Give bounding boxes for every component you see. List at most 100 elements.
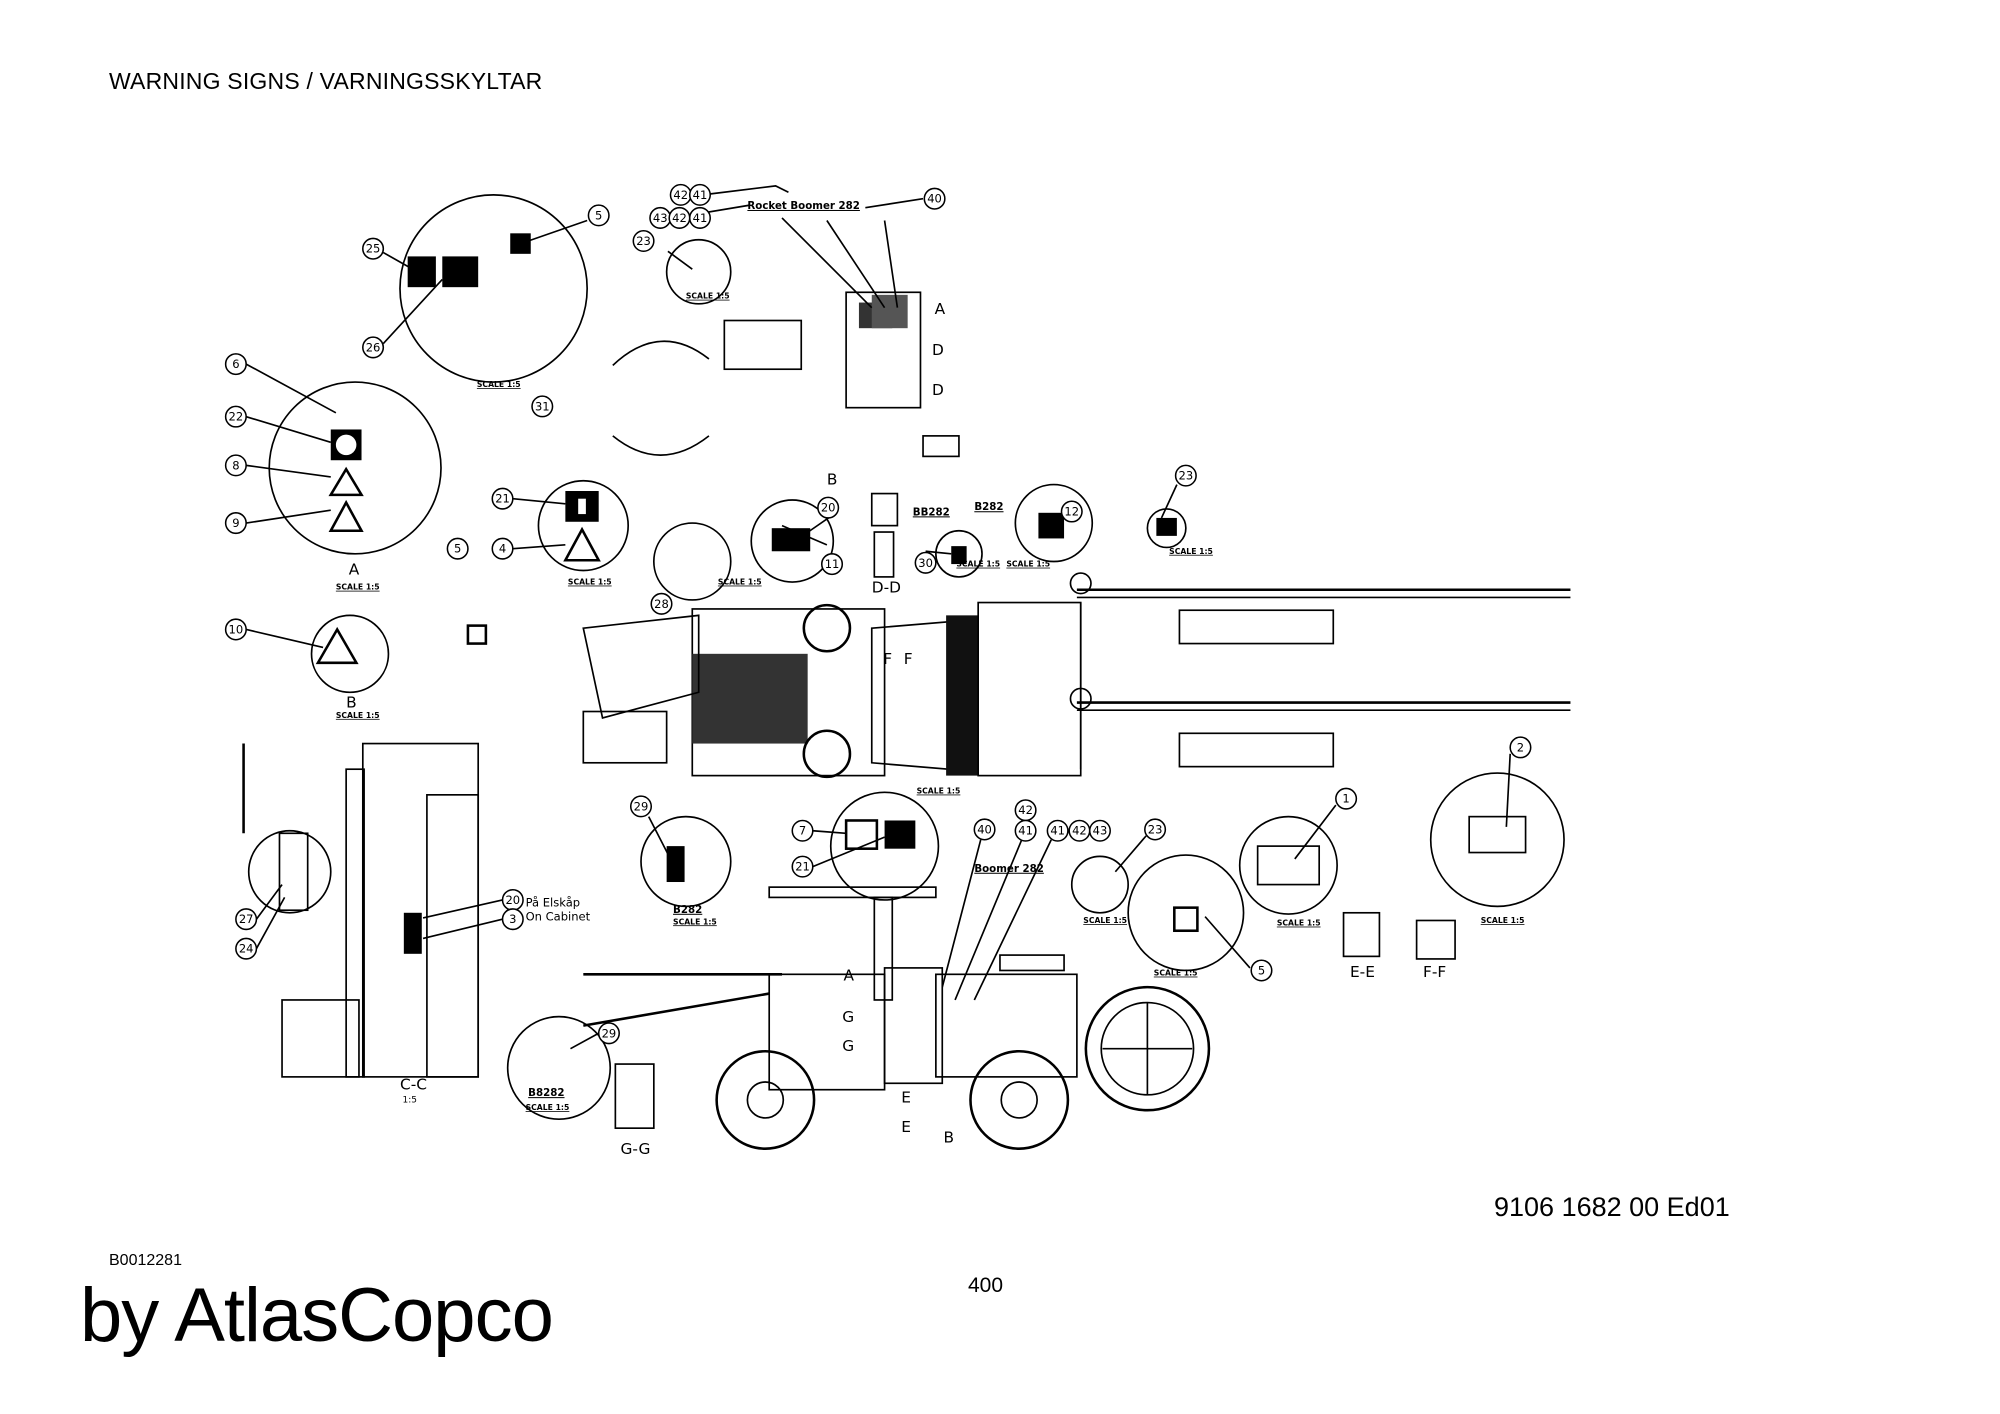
callout-number: 41 bbox=[693, 188, 708, 202]
scale-label: SCALE 1:5 bbox=[477, 380, 521, 389]
callout-30: 30 bbox=[914, 551, 937, 574]
scale-label: SCALE 1:5 bbox=[1083, 916, 1127, 925]
callout-number: 4 bbox=[499, 542, 506, 556]
callout-29: 29 bbox=[629, 795, 653, 818]
section-cc: C-C bbox=[400, 1076, 427, 1094]
callout-41: 41 bbox=[688, 183, 711, 206]
callout-number: 31 bbox=[535, 399, 550, 413]
rig-top-view bbox=[582, 572, 1571, 779]
callout-2: 2 bbox=[1509, 736, 1532, 759]
callout-21: 21 bbox=[491, 487, 514, 510]
scale-label: SCALE 1:5 bbox=[956, 560, 1000, 569]
scale-label: SCALE 1:5 bbox=[526, 1103, 570, 1112]
scale-label: SCALE 1:5 bbox=[1006, 560, 1050, 569]
callout-circle bbox=[1060, 500, 1083, 523]
callout-number: 23 bbox=[1148, 822, 1163, 836]
callout-7: 7 bbox=[791, 819, 814, 842]
callout-3: 3 bbox=[501, 908, 524, 931]
on-cabinet-sv: På Elskåp bbox=[526, 895, 580, 909]
callout-20: 20 bbox=[501, 888, 524, 911]
callout-number: 3 bbox=[509, 912, 516, 926]
callout-42: 42 bbox=[1068, 819, 1091, 842]
callout-28: 28 bbox=[650, 592, 673, 615]
callout-circle bbox=[923, 187, 946, 210]
warning-sign-glyphs bbox=[315, 233, 1527, 933]
b282-label: B282 bbox=[673, 904, 702, 916]
section-dd: D-D bbox=[872, 578, 901, 596]
image-code: B0012281 bbox=[109, 1252, 182, 1269]
callout-23: 23 bbox=[1144, 818, 1167, 841]
marker-d1: D bbox=[932, 341, 944, 359]
callout-circle bbox=[491, 537, 514, 560]
callout-circle bbox=[587, 204, 610, 227]
callout-5: 5 bbox=[587, 204, 610, 227]
section-gg: G-G bbox=[620, 1140, 650, 1158]
scale-label: SCALE 1:5 bbox=[718, 578, 762, 587]
callout-circle bbox=[597, 1022, 620, 1045]
callout-number: 41 bbox=[1050, 824, 1065, 838]
callout-24: 24 bbox=[235, 937, 258, 960]
section-cc-scale: 1:5 bbox=[403, 1096, 417, 1106]
scale-label: SCALE 1:5 bbox=[1481, 916, 1525, 925]
callout-number: 41 bbox=[1018, 824, 1033, 838]
callout-number: 29 bbox=[602, 1026, 617, 1040]
page-title: WARNING SIGNS / VARNINGSSKYLTAR bbox=[109, 68, 543, 94]
callout-circle bbox=[1014, 819, 1037, 842]
callout-circle bbox=[224, 454, 247, 477]
page-number: 400 bbox=[968, 1274, 1004, 1297]
callout-circle bbox=[688, 183, 711, 206]
callout-circle bbox=[1174, 464, 1197, 487]
callout-31: 31 bbox=[531, 395, 554, 418]
callout-circle bbox=[1509, 736, 1532, 759]
callout-circle bbox=[1046, 819, 1069, 842]
callout-number: 24 bbox=[239, 942, 254, 956]
marker-f1: F bbox=[883, 650, 892, 668]
callout-25: 25 bbox=[362, 237, 385, 260]
callout-number: 28 bbox=[654, 597, 669, 611]
section-ff: F-F bbox=[1423, 963, 1446, 981]
callout-number: 42 bbox=[673, 188, 688, 202]
callout-number: 30 bbox=[918, 556, 933, 570]
b282-label-top: B282 bbox=[974, 501, 1003, 513]
callout-9: 9 bbox=[224, 512, 247, 535]
section-a: A bbox=[349, 560, 360, 578]
callout-number: 8 bbox=[232, 458, 239, 472]
marker-a: A bbox=[935, 300, 946, 318]
scale-label: SCALE 1:5 bbox=[568, 578, 612, 587]
callout-circle bbox=[820, 553, 844, 576]
callout-number: 10 bbox=[229, 622, 244, 636]
callout-40: 40 bbox=[973, 818, 996, 841]
callout-number: 25 bbox=[366, 242, 381, 256]
document-number: 9106 1682 00 Ed01 bbox=[1494, 1192, 1730, 1222]
callout-1: 1 bbox=[1335, 787, 1358, 810]
scale-label: SCALE 1:5 bbox=[1169, 547, 1213, 556]
callout-41: 41 bbox=[1014, 819, 1037, 842]
decal-texts: Rocket Boomer 282 Boomer 282 B8282 B282 … bbox=[526, 200, 1044, 1099]
callout-41: 41 bbox=[1046, 819, 1069, 842]
callout-circle bbox=[817, 496, 840, 519]
callout-number: 11 bbox=[825, 557, 840, 571]
callout-circle bbox=[224, 618, 247, 641]
scale-label: SCALE 1:5 bbox=[336, 583, 380, 592]
callout-number: 1 bbox=[1342, 792, 1349, 806]
callout-number: 43 bbox=[653, 211, 668, 225]
callout-circle bbox=[629, 795, 653, 818]
marker-b: B bbox=[827, 471, 838, 489]
callout-43: 43 bbox=[649, 206, 672, 229]
cabinet-section-view bbox=[242, 294, 1456, 1129]
callout-circle bbox=[224, 353, 247, 376]
callout-circle bbox=[632, 229, 655, 253]
callout-21: 21 bbox=[791, 855, 814, 878]
callout-circle bbox=[362, 237, 385, 260]
callout-number: 23 bbox=[636, 234, 651, 248]
marker-d2: D bbox=[932, 381, 944, 399]
callout-number: 5 bbox=[1258, 963, 1265, 977]
callout-number: 7 bbox=[799, 824, 806, 838]
callout-29: 29 bbox=[597, 1022, 620, 1045]
callout-circle bbox=[1335, 787, 1358, 810]
scale-label: SCALE 1:5 bbox=[673, 917, 717, 926]
callout-number: 22 bbox=[229, 410, 244, 424]
on-cabinet-en: On Cabinet bbox=[526, 909, 591, 923]
callout-number: 23 bbox=[1179, 469, 1194, 483]
